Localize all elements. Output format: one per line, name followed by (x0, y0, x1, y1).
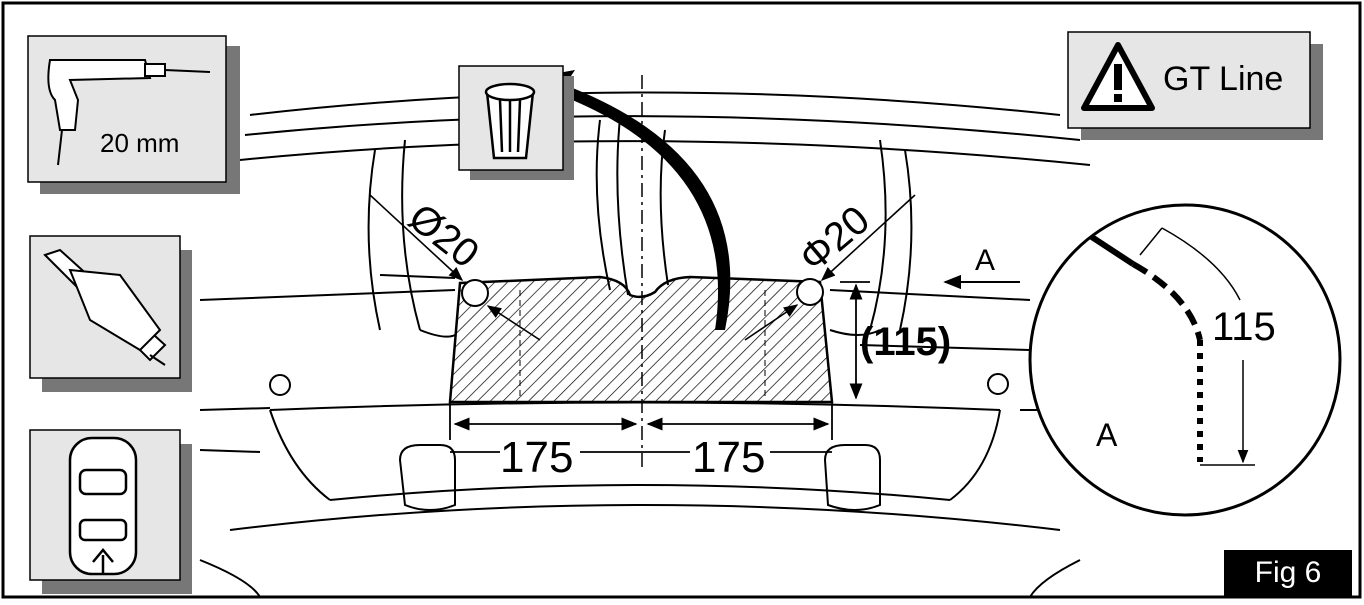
tool-panel-car (29, 429, 192, 594)
detail-dimension-label: 115 (1212, 305, 1276, 349)
cut-out-area (448, 275, 834, 404)
gt-line-label: GT Line (1163, 60, 1283, 98)
width-left-label: 175 (500, 433, 573, 482)
car-top-view-icon (68, 436, 138, 576)
height-dimension-label: (115) (860, 320, 951, 364)
hole-leaders (369, 194, 916, 341)
tool-panel-drill (27, 35, 240, 194)
width-right-label: 175 (692, 433, 765, 482)
detail-view-a (1028, 203, 1342, 517)
width-dimension (449, 402, 833, 453)
bin-panel (458, 65, 574, 180)
waste-bin-icon (484, 82, 536, 160)
figure-number: Fig 6 (1224, 550, 1352, 596)
detail-label: A (1096, 417, 1118, 453)
warning-triangle-icon (1081, 42, 1155, 111)
right-hole-marker (796, 278, 824, 306)
oscillating-saw-icon (43, 248, 167, 366)
view-a-marker: A (975, 244, 995, 277)
drill-size-label: 20 mm (100, 128, 179, 158)
drill-icon (47, 59, 211, 166)
left-hole-marker (461, 279, 489, 307)
height-dimension (840, 281, 870, 400)
tool-panel-saw (29, 235, 192, 392)
gt-line-badge (1067, 31, 1323, 140)
